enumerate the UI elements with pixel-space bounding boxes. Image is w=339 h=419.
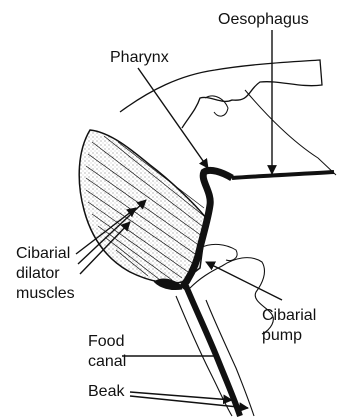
head-capsule-inner-fold (205, 96, 228, 116)
head-capsule-back (245, 90, 336, 175)
label-pharynx: Pharynx (110, 49, 169, 66)
cibarial-pump-leader (206, 262, 282, 300)
head-capsule-outline (120, 60, 322, 128)
label-food-canal-2: canal (88, 353, 126, 370)
oesophagus-duct (232, 172, 334, 178)
pharynx-leader (138, 68, 208, 168)
label-food-canal-1: Food (88, 333, 124, 350)
label-cibarial-dilator-muscles-3: muscles (16, 285, 75, 302)
genal-fold (200, 244, 237, 260)
label-cibarial-dilator-muscles-1: Cibarial (16, 245, 70, 262)
label-beak: Beak (88, 383, 125, 400)
label-cibarial-pump-2: pump (262, 327, 302, 344)
label-cibarial-dilator-muscles-2: dilator (16, 265, 60, 282)
label-cibarial-pump-1: Cibarial (262, 307, 316, 324)
label-oesophagus: Oesophagus (218, 11, 309, 28)
cibarial-dilator-muscle-mass (79, 130, 206, 283)
